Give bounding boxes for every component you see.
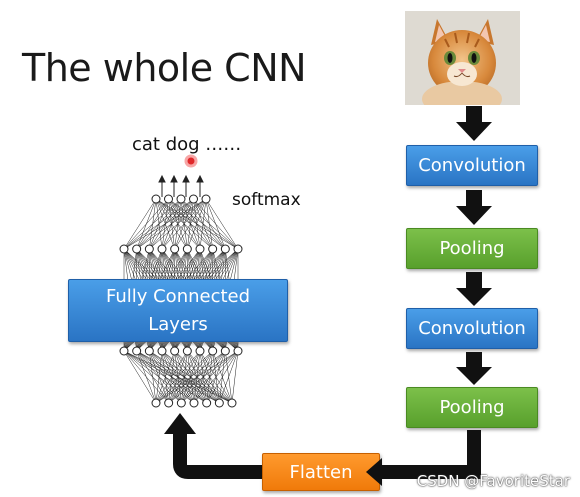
neural-network-nodes bbox=[119, 194, 243, 408]
nn-connection bbox=[155, 350, 175, 404]
down-arrow-1 bbox=[456, 106, 492, 141]
nn-node bbox=[189, 398, 199, 408]
nn-node bbox=[208, 244, 218, 254]
nn-node bbox=[233, 244, 243, 254]
nn-connection bbox=[168, 350, 239, 404]
nn-node bbox=[164, 398, 174, 408]
nn-node bbox=[151, 194, 161, 204]
nn-node bbox=[208, 346, 218, 356]
nn-connection bbox=[155, 350, 188, 404]
nn-node bbox=[144, 346, 154, 356]
nn-connection bbox=[231, 350, 239, 404]
nn-node bbox=[176, 398, 186, 408]
flatten-arrowhead bbox=[366, 458, 382, 486]
watermark: CSDN @FavoriteStar bbox=[416, 472, 570, 490]
nn-node bbox=[182, 346, 192, 356]
nn-connection bbox=[136, 198, 207, 250]
nn-node bbox=[144, 244, 154, 254]
nn-connection bbox=[155, 350, 226, 404]
output-arrows bbox=[158, 174, 204, 197]
nn-connection bbox=[174, 198, 207, 250]
nn-connection bbox=[136, 350, 157, 404]
down-arrow-4 bbox=[456, 352, 492, 385]
nn-connection bbox=[205, 198, 213, 250]
pooling-box-2: Pooling bbox=[406, 387, 538, 428]
nn-connection bbox=[219, 350, 239, 404]
softmax-label: softmax bbox=[232, 190, 301, 210]
nn-connection bbox=[199, 198, 207, 250]
nn-node bbox=[233, 346, 243, 356]
pooling-box-1: Pooling bbox=[406, 228, 538, 269]
red-dot bbox=[184, 154, 198, 168]
nn-connection bbox=[206, 350, 239, 404]
fc-label-line2: Layers bbox=[148, 313, 208, 335]
down-arrow-2 bbox=[456, 190, 492, 225]
nn-connection bbox=[123, 350, 157, 404]
nn-connection bbox=[123, 198, 169, 250]
nn-node bbox=[170, 346, 180, 356]
nn-connection bbox=[205, 198, 226, 250]
nn-node bbox=[170, 244, 180, 254]
slide-title: The whole CNN bbox=[22, 46, 307, 90]
nn-connection bbox=[161, 198, 207, 250]
nn-connection bbox=[123, 198, 194, 250]
nn-node bbox=[202, 398, 212, 408]
cat-image bbox=[405, 11, 520, 105]
convolution-box-2: Convolution bbox=[406, 308, 538, 349]
pooling-to-flatten-arrow bbox=[382, 430, 481, 479]
nn-node bbox=[195, 244, 205, 254]
nn-connection bbox=[155, 350, 163, 404]
nn-node bbox=[220, 244, 230, 254]
nn-node bbox=[195, 346, 205, 356]
nn-connection bbox=[205, 198, 239, 250]
nn-node bbox=[189, 194, 198, 204]
down-arrow-3 bbox=[456, 272, 492, 306]
nn-node bbox=[151, 398, 161, 408]
nn-connection bbox=[123, 198, 157, 250]
nn-connection bbox=[149, 198, 207, 250]
down-arrows bbox=[456, 106, 492, 385]
fc-label-line1: Fully Connected bbox=[105, 285, 251, 307]
nn-node bbox=[182, 244, 192, 254]
nn-node bbox=[157, 346, 167, 356]
nn-node bbox=[164, 194, 173, 204]
nn-node bbox=[201, 194, 211, 204]
nn-connection bbox=[155, 350, 239, 404]
output-classes-label: cat dog …… bbox=[132, 134, 242, 155]
nn-connection bbox=[181, 350, 239, 404]
nn-node bbox=[157, 244, 167, 254]
nn-connection bbox=[187, 198, 207, 250]
nn-connection bbox=[123, 198, 182, 250]
nn-connection bbox=[149, 350, 157, 404]
fully-connected-layers-box: Fully Connected Layers bbox=[68, 279, 288, 342]
convolution-box-1: Convolution bbox=[406, 145, 538, 186]
nn-connection bbox=[123, 198, 207, 250]
nn-node bbox=[119, 346, 129, 356]
nn-connection bbox=[193, 350, 239, 404]
nn-node bbox=[220, 346, 230, 356]
flatten-to-fc-arrow bbox=[173, 432, 262, 479]
nn-node bbox=[132, 244, 142, 254]
nn-node bbox=[227, 398, 237, 408]
flatten-box: Flatten bbox=[262, 453, 380, 491]
nn-node bbox=[119, 244, 129, 254]
nn-node bbox=[176, 194, 186, 204]
fc-up-arrowhead bbox=[164, 413, 196, 434]
nn-node bbox=[132, 346, 142, 356]
nn-node bbox=[214, 398, 224, 408]
nn-connection bbox=[155, 350, 213, 404]
nn-connection bbox=[155, 350, 201, 404]
